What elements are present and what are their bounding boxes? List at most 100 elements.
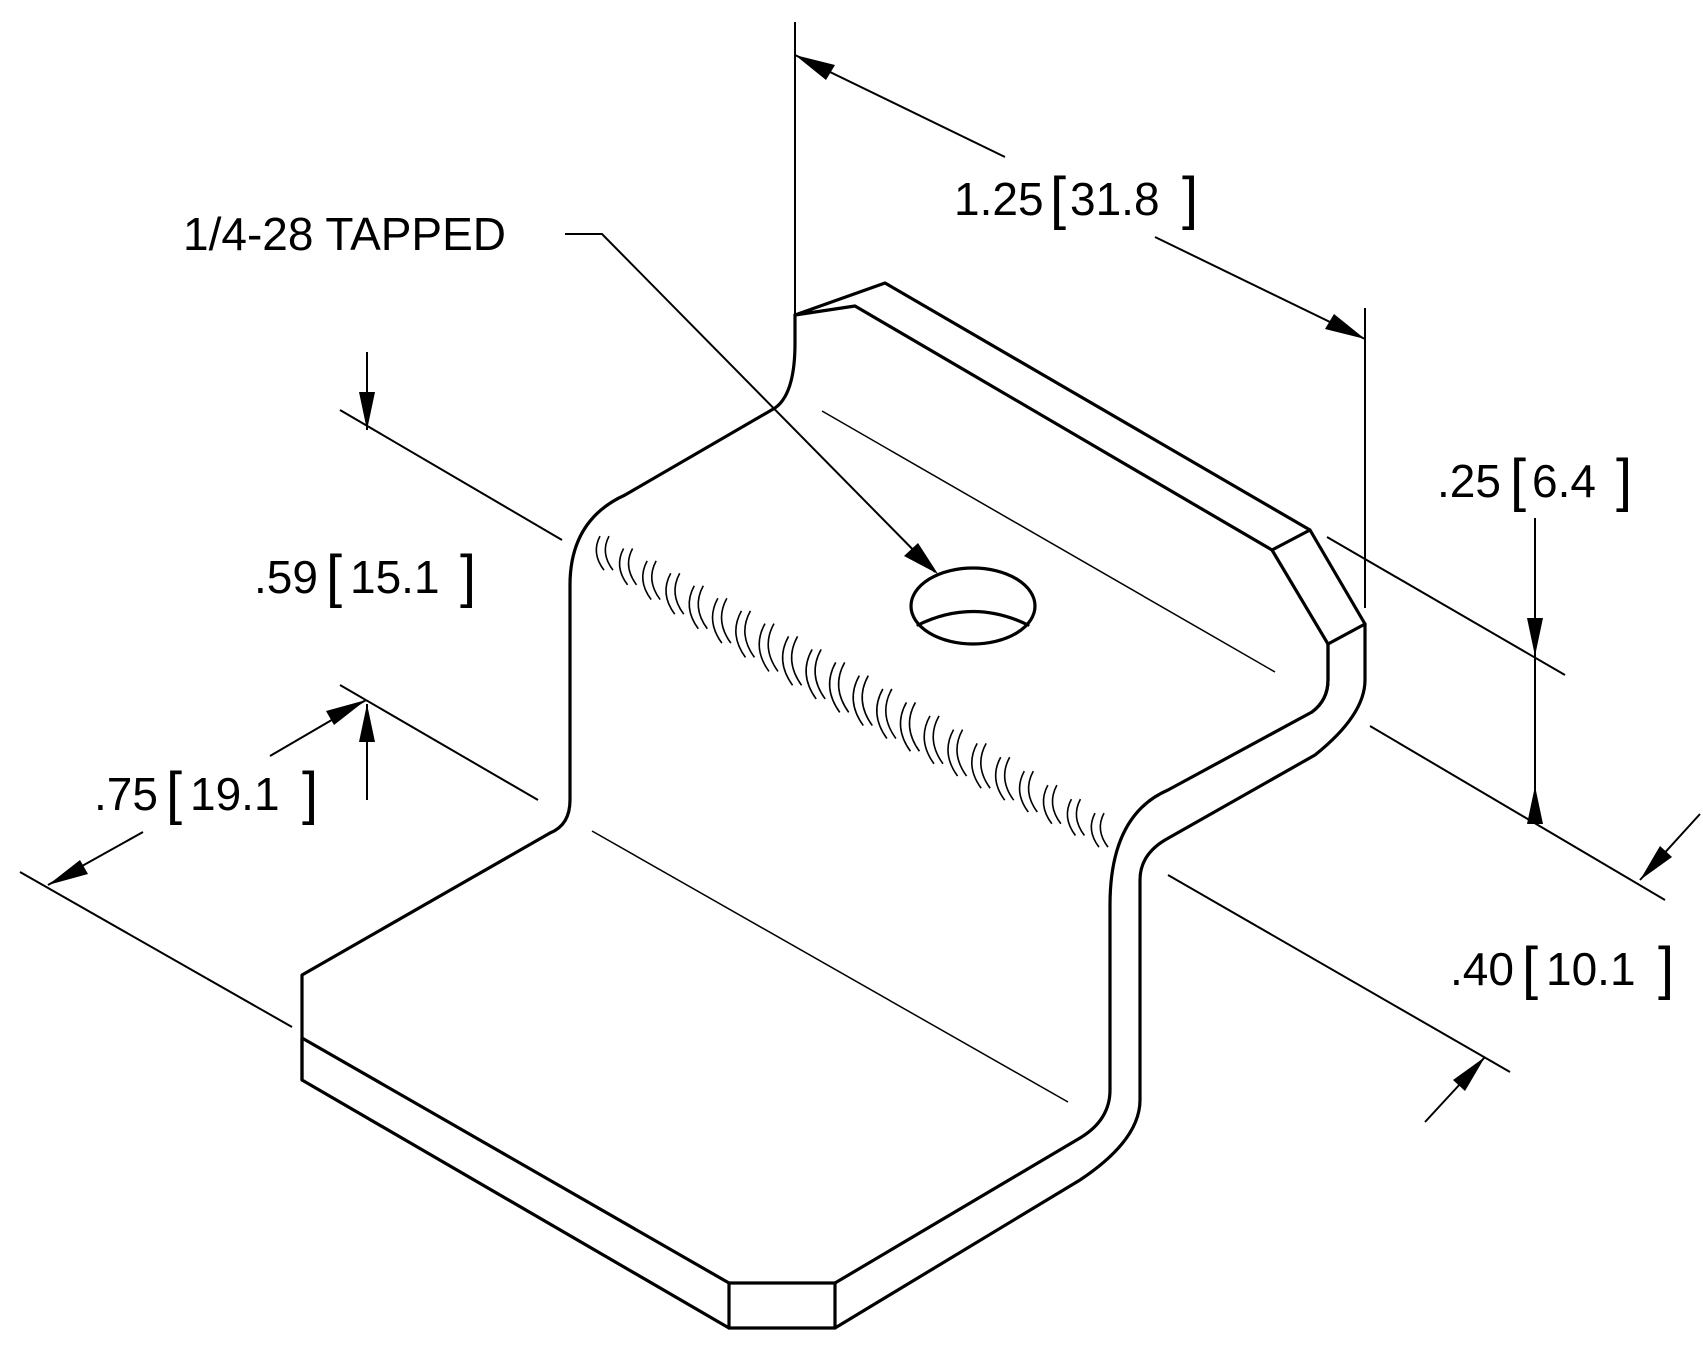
dim-inch-value: .75 <box>94 768 158 820</box>
bend-shading-arc <box>790 636 803 686</box>
dim-inch-value: .25 <box>1437 455 1501 507</box>
bend-shading-arc <box>1051 784 1062 825</box>
dim-bracket: [ <box>166 761 182 826</box>
lower-bend-line <box>591 830 1069 1103</box>
dim-bracket: ] <box>302 761 318 826</box>
dim-bracket: ] <box>1616 448 1632 513</box>
bend-shading-arc <box>711 597 723 644</box>
tapped-hole-inner <box>916 610 1030 627</box>
dim-inch-value: .40 <box>1450 943 1514 995</box>
bend-shading-arc <box>627 548 638 586</box>
bend-shading-arc <box>697 585 708 630</box>
extension-line <box>1167 874 1511 1073</box>
bend-shading-arc <box>650 560 661 601</box>
callout-text: 1/4-28 TAPPED <box>183 208 506 260</box>
bend-shading-arc <box>1066 798 1077 836</box>
bend-shading <box>595 535 1109 848</box>
front-foot-end <box>727 1281 837 1330</box>
arrowhead <box>795 55 835 80</box>
bracket-part <box>300 281 1367 1330</box>
bend-shading-arc <box>908 701 921 752</box>
arrowhead <box>1527 618 1543 656</box>
dim-mm-value: 6.4 <box>1532 455 1596 507</box>
dim-bracket: [ <box>1510 448 1526 513</box>
dim-top-flange-height: .25 [ 6.4 ] <box>1326 448 1666 901</box>
arrowhead <box>359 392 375 430</box>
bend-shading-arc <box>781 636 794 686</box>
dim-mm-value: 31.8 <box>1070 173 1160 225</box>
tapped-hole <box>909 566 1037 646</box>
extension-line <box>339 684 539 801</box>
bend-shading-arc <box>720 597 732 644</box>
bend-shading-arc <box>1018 770 1029 813</box>
arrowhead <box>1325 314 1365 339</box>
bend-shading-arc <box>758 623 770 672</box>
bend-shading-arc <box>876 688 888 739</box>
dim-bottom-flange-depth: .75 [ 19.1 ] <box>19 699 367 1028</box>
upper-bend-line <box>821 410 1276 673</box>
extension-line <box>19 871 293 1028</box>
arrowhead <box>1640 846 1672 880</box>
dim-bracket: [ <box>1522 936 1538 1001</box>
arrowhead <box>1527 786 1543 824</box>
arrowhead <box>904 543 938 574</box>
leader-line <box>565 233 936 573</box>
bend-shading-arc <box>861 675 873 727</box>
dim-bracket: ] <box>460 544 476 609</box>
dim-bracket: ] <box>1658 936 1674 1001</box>
dim-mm-value: 19.1 <box>190 768 280 820</box>
bend-shading-arc <box>852 675 864 727</box>
dim-mm-value: 15.1 <box>350 551 440 603</box>
bend-shading-arc <box>1042 784 1053 825</box>
bend-shading-arc <box>805 648 817 700</box>
bend-shading-arc <box>899 701 912 752</box>
bend-shading-arc <box>994 756 1006 801</box>
dim-overall-width: 1.25 [ 31.8 ] <box>794 22 1366 608</box>
bend-shading-arc <box>932 715 944 765</box>
bend-shading-arc <box>641 560 652 601</box>
bend-shading-arc <box>828 662 841 713</box>
bend-shading-arc <box>744 610 756 658</box>
bend-shading-arc <box>1075 798 1086 836</box>
bend-shading-arc <box>1027 770 1038 813</box>
extension-line <box>339 409 563 541</box>
dim-mm-value: 10.1 <box>1546 943 1636 995</box>
bend-shading-arc <box>885 688 897 739</box>
arrowhead <box>359 704 375 742</box>
bottom-flange-inner-edge <box>1310 642 1330 714</box>
extension-line <box>1369 725 1666 901</box>
bend-shading-arc <box>971 742 982 789</box>
bend-shading-arc <box>980 742 991 789</box>
bend-shading-arc <box>604 535 614 571</box>
dim-bracket: [ <box>326 544 342 609</box>
bend-shading-arc <box>814 648 826 700</box>
dim-top-flange-depth: .40 [ 10.1 ] <box>1167 813 1701 1123</box>
extension-line <box>1326 536 1566 676</box>
bend-shading-arc <box>1099 812 1109 848</box>
top-flange-outline <box>300 313 797 1082</box>
bend-shading-arc <box>665 572 676 615</box>
dim-inch-value: 1.25 <box>954 173 1044 225</box>
top-flange-top-face <box>793 281 1367 646</box>
bend-shading-arc <box>1090 812 1100 848</box>
callout-leader: 1/4-28 TAPPED <box>183 208 938 574</box>
top-flange-end-face <box>300 528 1367 1330</box>
dim-step-height: .59 [ 15.1 ] <box>254 352 563 801</box>
bend-shading-arc <box>618 548 629 586</box>
bend-shading-arc <box>674 572 685 615</box>
bend-shading-arc <box>947 729 959 777</box>
dim-bracket: [ <box>1050 166 1066 231</box>
bend-shading-arc <box>688 585 699 630</box>
dim-inch-value: .59 <box>254 551 318 603</box>
bend-shading-arc <box>956 729 968 777</box>
arrowhead <box>326 700 366 725</box>
arrowhead <box>48 860 88 885</box>
bend-shading-arc <box>595 535 605 571</box>
arrowhead <box>1453 1057 1485 1091</box>
bend-shading-arc <box>923 715 935 765</box>
bend-shading-arc <box>767 623 779 672</box>
bend-shading-arc <box>837 662 850 713</box>
bend-lines <box>591 410 1276 1103</box>
dim-bracket: ] <box>1182 166 1198 231</box>
